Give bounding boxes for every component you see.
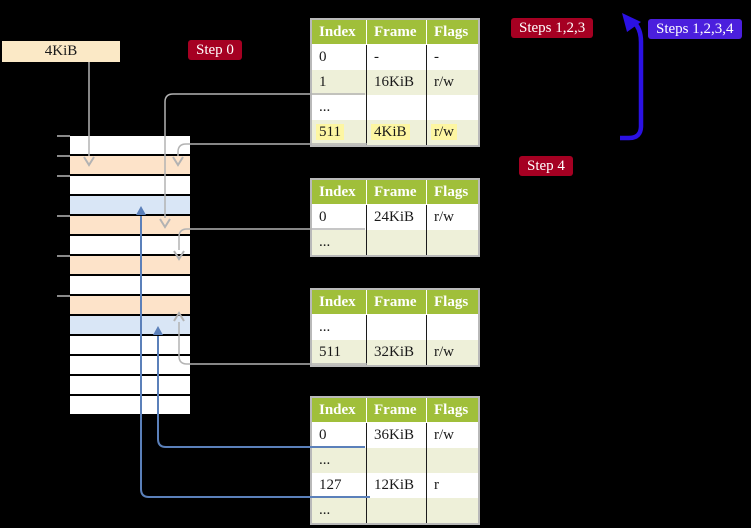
memory-frame-row-3-blue (70, 196, 190, 216)
cell: 4KiB (366, 120, 426, 145)
column-header-frame: Frame (366, 398, 426, 422)
cell: 0 (319, 427, 327, 443)
cell: 16KiB (366, 70, 426, 95)
steps-1234-badge: Steps 1,2,3,4 (648, 19, 742, 39)
recursive-loop-arrow-head (622, 13, 641, 32)
boundary-tick-0 (57, 135, 70, 137)
page-table-second-row-1: ... (312, 230, 478, 255)
page-table-bottom-row-1: ... (312, 448, 478, 473)
cell (426, 315, 478, 340)
cell: 0 (319, 209, 327, 225)
cell (366, 498, 426, 523)
cell (426, 498, 478, 523)
memory-frame-row-9-blue (70, 316, 190, 336)
steps-123-badge: Steps 1,2,3 (511, 18, 594, 38)
memory-frame-row-12-white (70, 376, 190, 396)
cell (366, 315, 426, 340)
cell: ... (319, 452, 331, 468)
memory-frame-row-10-white (70, 336, 190, 356)
page-table-top-row-3: 511 4KiB r/w (312, 120, 478, 145)
cell: r/w (426, 70, 478, 95)
column-header-frame: Frame (366, 20, 426, 44)
cell: ... (319, 234, 331, 250)
memory-frame-row-1-orange (70, 156, 190, 176)
cell: 0 (319, 49, 327, 65)
cell: r/w (426, 120, 478, 145)
cell: r/w (426, 423, 478, 448)
memory-frame-row-11-white (70, 356, 190, 376)
column-header-index: Index (312, 290, 366, 314)
column-header-frame: Frame (366, 290, 426, 314)
cell: 12KiB (366, 473, 426, 498)
cell: 127 (319, 477, 342, 493)
physical-memory-stack (70, 136, 190, 416)
cell (426, 448, 478, 473)
recursive-loop-arrow (620, 19, 644, 141)
cell: 24KiB (366, 205, 426, 230)
memory-frame-row-0-white (70, 136, 190, 156)
step-0-badge: Step 0 (188, 40, 242, 60)
cell: r/w (426, 205, 478, 230)
memory-frame-row-5-white (70, 236, 190, 256)
column-header-index: Index (312, 398, 366, 422)
boundary-tick-5 (57, 295, 70, 297)
column-header-flags: Flags (426, 180, 478, 204)
column-header-frame: Frame (366, 180, 426, 204)
memory-frame-row-13-white (70, 396, 190, 416)
cell: - (366, 45, 426, 70)
cell: ... (319, 502, 331, 518)
boundary-tick-4 (57, 255, 70, 257)
column-header-index: Index (312, 20, 366, 44)
boundary-tick-2 (57, 175, 70, 177)
cell: 1 (319, 74, 327, 90)
cell: r (426, 473, 478, 498)
page-size-label: 4KiB (2, 41, 120, 62)
cell: 32KiB (366, 340, 426, 365)
page-table-top-row-0: 0 -- (312, 45, 478, 70)
boundary-tick-1 (57, 155, 70, 157)
boundary-tick-3 (57, 215, 70, 217)
memory-frame-row-6-orange (70, 256, 190, 276)
step-4-badge: Step 4 (519, 156, 573, 176)
cell: - (426, 45, 478, 70)
highlighted-value: r/w (431, 124, 457, 140)
highlighted-value: 4KiB (371, 124, 410, 140)
cell (366, 95, 426, 120)
memory-frame-row-2-white (70, 176, 190, 196)
cell: r/w (426, 340, 478, 365)
column-header-flags: Flags (426, 398, 478, 422)
column-header-flags: Flags (426, 20, 478, 44)
cell (426, 95, 478, 120)
cell: 36KiB (366, 423, 426, 448)
column-header-flags: Flags (426, 290, 478, 314)
cell: ... (319, 99, 331, 115)
column-header-index: Index (312, 180, 366, 204)
page-table-bottom-row-3: ... (312, 498, 478, 523)
memory-frame-row-8-orange (70, 296, 190, 316)
cell (426, 230, 478, 255)
cell: ... (319, 319, 331, 335)
page-table-top-row-2: ... (312, 95, 478, 120)
highlighted-value: 511 (316, 124, 344, 140)
memory-frame-row-7-white (70, 276, 190, 296)
cell: 511 (312, 120, 366, 145)
page-table-third-row-0: ... (312, 315, 478, 340)
cell (366, 230, 426, 255)
cell (366, 448, 426, 473)
memory-frame-row-4-orange (70, 216, 190, 236)
cell: 511 (319, 344, 341, 360)
